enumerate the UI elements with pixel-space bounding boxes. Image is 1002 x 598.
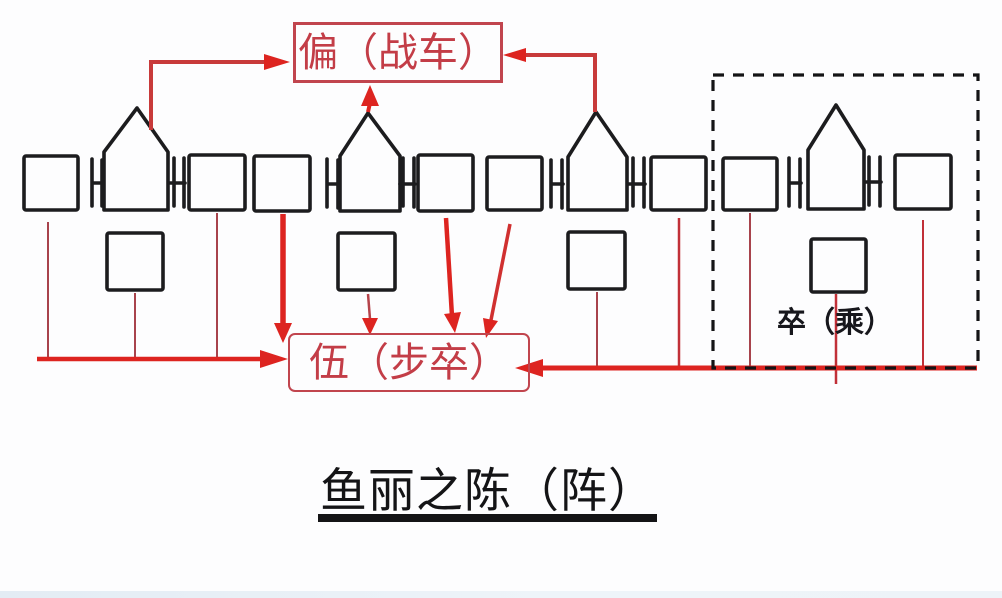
rear-square	[336, 231, 397, 292]
soldier-square	[649, 155, 708, 212]
yoke-left-icon	[325, 157, 341, 210]
bottom-edge-strip	[0, 591, 1002, 598]
rear-square	[809, 237, 868, 294]
soldier-square	[187, 153, 247, 212]
wu-infantry-label-box: 伍（步卒）	[288, 333, 530, 392]
diagram-title: 鱼丽之陈（阵）	[320, 466, 656, 518]
chariot-icon	[338, 111, 402, 213]
soldier-square	[485, 155, 544, 212]
chariot-unit-1	[22, 106, 247, 292]
soldier-square	[416, 153, 475, 213]
pian-chariot-label-box: 偏（战车）	[293, 22, 503, 83]
chariot-icon	[102, 106, 170, 212]
yoke-right-icon	[863, 155, 883, 208]
arrow-chariot2-to-pian	[361, 85, 379, 113]
yoke-left-icon	[549, 158, 565, 210]
soldier-square	[252, 154, 312, 213]
chariot-unit-2	[252, 111, 475, 292]
yoke-left-icon	[787, 156, 803, 209]
yoke-right-icon	[398, 156, 417, 209]
soldier-square	[721, 156, 779, 212]
rear-square	[566, 230, 627, 291]
chariot-unit-3	[485, 110, 708, 291]
yoke-right-icon	[627, 156, 647, 209]
dashed-group-box	[711, 73, 980, 370]
chariot-icon	[566, 110, 629, 212]
arrow-square-to-wu	[443, 217, 461, 333]
soldier-square	[22, 154, 80, 212]
arrow-rearsquare-to-wu	[362, 293, 378, 335]
arrow-square-diagonal-to-wu	[483, 223, 512, 338]
yoke-left-icon	[90, 157, 105, 208]
soldier-square	[893, 153, 953, 211]
title-underline	[318, 514, 657, 522]
yoke-right-icon	[168, 156, 187, 209]
rear-square	[105, 231, 165, 292]
arrow-chariot3-to-pian	[503, 48, 597, 112]
arrow-left-to-wu	[37, 350, 288, 368]
chariot-icon	[806, 103, 866, 211]
chariot-unit-4	[721, 103, 953, 294]
arrow-square-to-wu	[274, 214, 292, 343]
red-annotations	[37, 48, 977, 384]
zu-cheng-label: 卒（乘）	[776, 307, 893, 339]
arrow-chariot1-to-pian	[149, 54, 290, 130]
